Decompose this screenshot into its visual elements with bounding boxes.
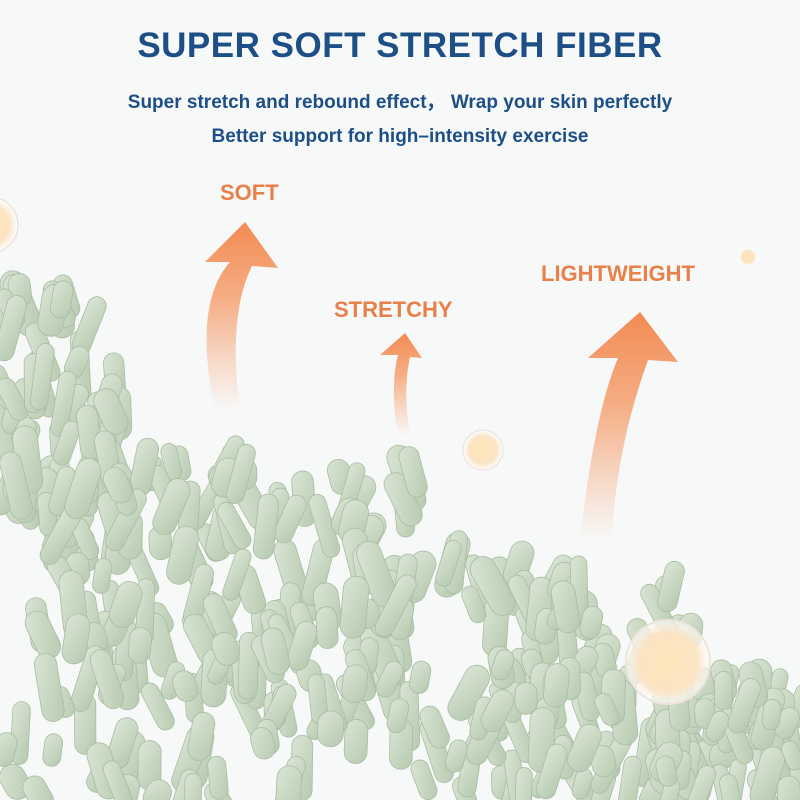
fiber-strand (0, 451, 33, 520)
fiber-strand (49, 280, 74, 319)
subtitle-line-1: Super stretch and rebound effect， Wrap y… (127, 92, 673, 113)
lightweight-arrow-icon (580, 312, 678, 540)
fiber-strand (273, 494, 307, 544)
fiber-strand (617, 755, 642, 800)
bubble-icon (462, 429, 504, 471)
fiber-strand (225, 443, 256, 505)
fiber-strand (535, 743, 568, 800)
fiber-strand (776, 775, 800, 800)
fiber-strand (222, 548, 252, 601)
fiber-strand (594, 692, 620, 726)
fiber-strand (33, 652, 65, 722)
fiber-strand (30, 343, 55, 411)
soft-arrow-icon (205, 222, 278, 410)
fiber-strand (409, 660, 432, 694)
fiber-strand (435, 540, 462, 587)
fiber-strand (64, 458, 102, 520)
fiber-strand (341, 664, 368, 704)
fiber-strand (0, 377, 29, 421)
feature-label-soft: SOFT (220, 180, 279, 205)
fiber-strand (444, 739, 468, 773)
fiber-strand (705, 710, 730, 742)
fiber-strand (727, 678, 761, 734)
bubble-icon (0, 198, 19, 252)
fiber-strand (217, 501, 252, 549)
fiber-strand (761, 699, 782, 731)
fiber-strand (211, 632, 240, 666)
fiber-strand (89, 649, 125, 710)
fiber-strand (714, 671, 733, 711)
feature-label-stretchy: STRETCHY (334, 297, 453, 322)
fiber-strand (590, 745, 617, 778)
fiber-strand (252, 493, 280, 560)
fiber-strand (0, 732, 18, 767)
fiber-strand (374, 574, 417, 638)
fiber-strand (166, 525, 200, 585)
fiber-strand (657, 560, 685, 612)
fiber-strand (339, 575, 370, 639)
fiber-strand (61, 613, 91, 665)
fiber-strand (108, 581, 143, 628)
fiber-strand (550, 580, 581, 634)
bubble-icon (739, 248, 757, 266)
fiber-strand (286, 620, 318, 671)
fiber-strand (92, 558, 113, 594)
fiber-strand (142, 779, 172, 800)
fiber-strand (102, 466, 133, 504)
fiber-strand (187, 712, 216, 761)
fiber-strand (184, 772, 202, 800)
fiber-strand (470, 556, 516, 617)
fiber-strand (461, 585, 487, 624)
fiber-strand (250, 727, 276, 760)
fiber-strand (172, 670, 199, 702)
fiber-strand (419, 705, 450, 749)
stretchy-arrow-icon (380, 333, 422, 435)
fiber-strand (579, 605, 604, 640)
fiber-strand (543, 663, 570, 708)
fiber-strand (719, 773, 742, 800)
fiber-strand (343, 719, 369, 764)
fiber-strand (315, 606, 339, 649)
fiber-strand (655, 755, 678, 787)
subtitle-line-2: Better support for high–intensity exerci… (211, 126, 589, 147)
fiber-strand (53, 420, 81, 466)
feature-label-lightweight: LIGHTWEIGHT (541, 261, 695, 286)
fiber-strand (128, 627, 152, 664)
fiber-strand (42, 733, 63, 767)
fiber-strand (0, 295, 27, 362)
fiber-strand (375, 660, 404, 698)
bubble-icon (625, 619, 711, 705)
fiber-strand (480, 689, 515, 733)
fiber-bundles (0, 270, 800, 800)
fiber-strand (260, 627, 291, 675)
fiber-strand (207, 755, 229, 800)
fiber-strand (398, 446, 428, 498)
fiber-strand (749, 746, 786, 800)
fiber-strand (514, 681, 538, 715)
page-title: SUPER SOFT STRETCH FIBER (137, 26, 663, 65)
fiber-strand (93, 388, 129, 435)
fiber-strand (275, 765, 303, 800)
fiber-strand (386, 698, 410, 734)
fiber-strand (514, 767, 533, 800)
fiber-strand (410, 759, 438, 800)
fiber-strand (140, 682, 175, 731)
fiber-strand (50, 370, 77, 437)
fiber-strand (316, 710, 345, 748)
fiber-strand (567, 723, 602, 773)
fiber-strand (679, 765, 717, 800)
fiber-strand (102, 760, 133, 800)
fiber-strand (152, 478, 191, 535)
fiber-strand (490, 649, 515, 681)
